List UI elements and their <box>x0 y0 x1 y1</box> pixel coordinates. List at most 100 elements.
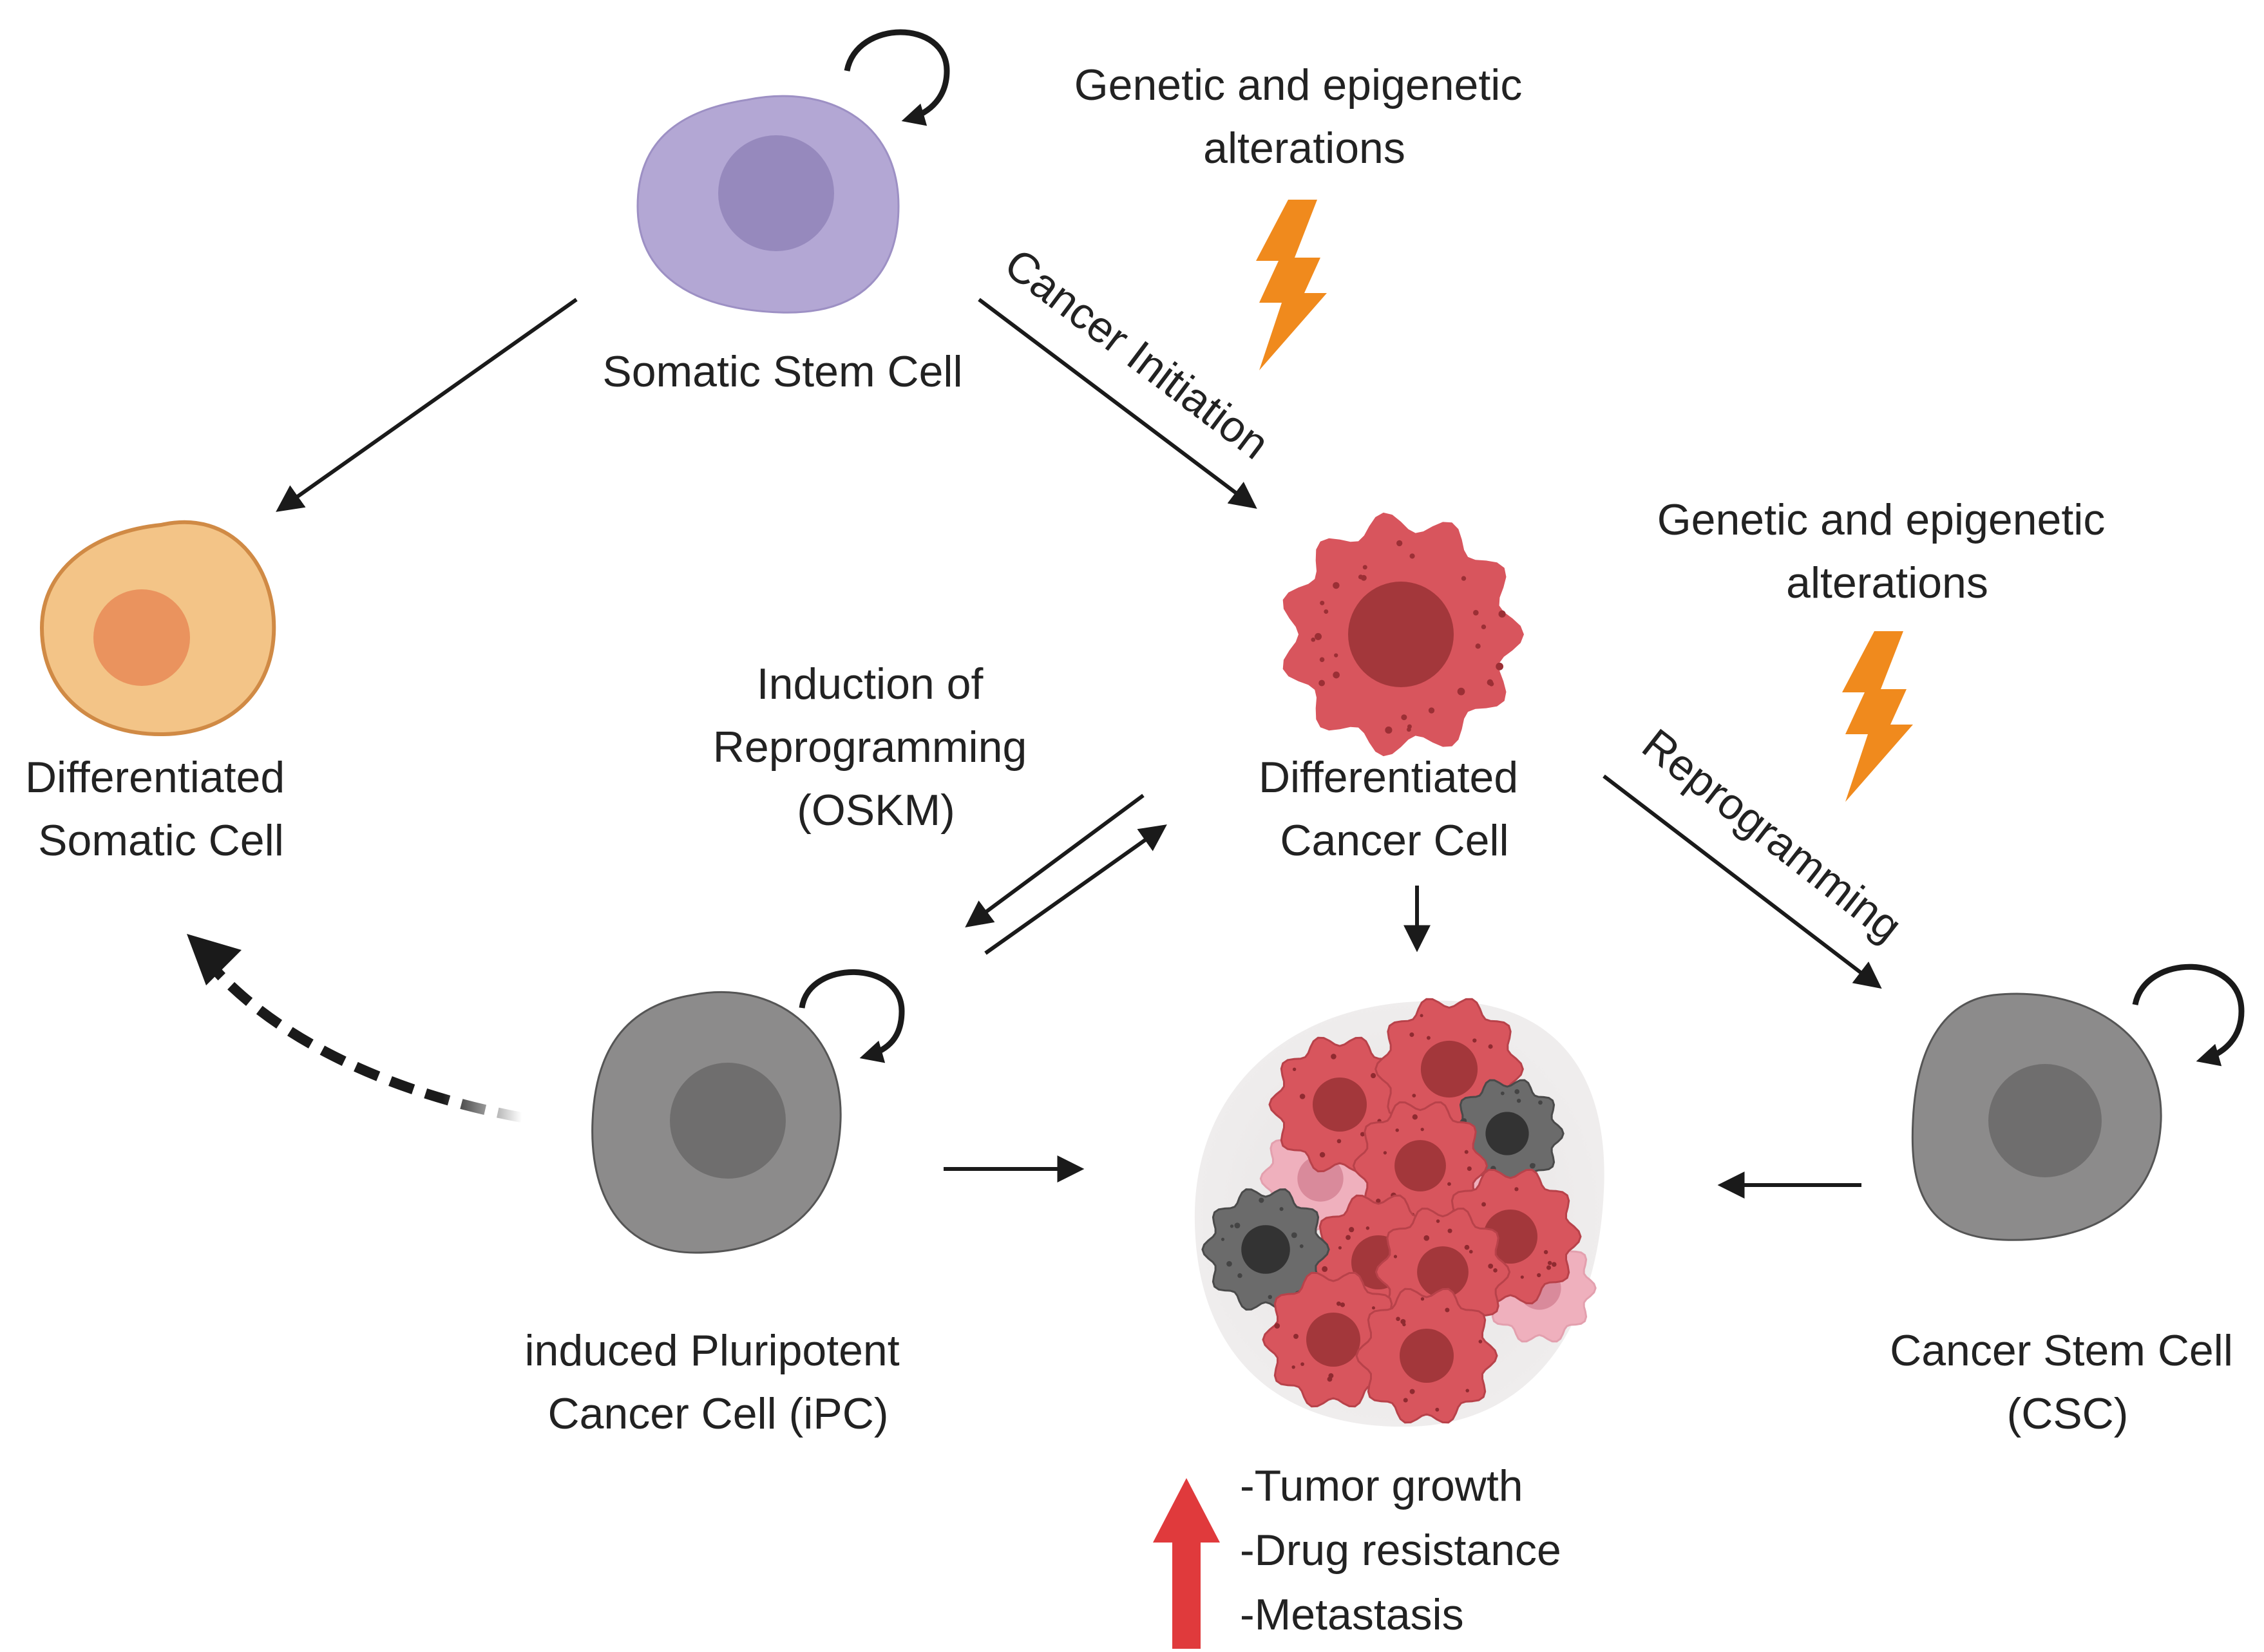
tumor-mass <box>1194 998 1604 1427</box>
tumor-cell <box>1262 1271 1405 1408</box>
granule <box>1447 1228 1452 1233</box>
tumor-cell-nucleus <box>1394 1140 1446 1192</box>
granule <box>1365 1226 1370 1230</box>
self-renewal-arrow-icon <box>799 969 905 1063</box>
granule <box>1327 1376 1333 1382</box>
granule <box>1538 1100 1543 1105</box>
tumor-cell <box>1355 1287 1498 1424</box>
label-line: induced Pluripotent <box>524 1326 899 1375</box>
granule <box>1412 1094 1416 1098</box>
tumor-cell-nucleus <box>1417 1246 1469 1298</box>
granule <box>1300 1362 1304 1366</box>
outcomes-list: -Tumor growth -Drug resistance -Metastas… <box>1240 1461 1574 1639</box>
granule <box>1488 1263 1494 1269</box>
outcome-item: -Tumor growth <box>1240 1461 1523 1510</box>
differentiated-cancer-cell-label: Differentiated Cancer Cell <box>1259 753 1530 865</box>
granule <box>1464 1150 1469 1154</box>
granule <box>1445 1307 1450 1313</box>
granule <box>1514 1187 1519 1192</box>
granule <box>1500 1091 1505 1096</box>
granule <box>1472 1038 1477 1043</box>
granule <box>1324 609 1329 614</box>
granule <box>1393 1255 1398 1258</box>
granule <box>1488 1044 1493 1049</box>
differentiated-somatic-cell-label: Differentiated Somatic Cell <box>25 753 297 865</box>
granule <box>1385 726 1393 734</box>
tumor-cells <box>1201 998 1597 1424</box>
granule <box>1358 574 1364 580</box>
granule <box>1293 1333 1299 1339</box>
somatic-cell-nucleus <box>93 589 190 686</box>
granule <box>1489 681 1494 687</box>
granule <box>1423 1235 1430 1241</box>
granule <box>1221 1237 1225 1241</box>
granule <box>1465 1389 1469 1392</box>
granule <box>1237 1273 1242 1278</box>
label-line: (OSKM) <box>797 786 955 835</box>
granule <box>1234 1222 1241 1229</box>
granule <box>1478 1340 1483 1343</box>
outcome-item: -Metastasis <box>1240 1590 1464 1639</box>
granule <box>1406 727 1411 732</box>
granule <box>1403 1398 1408 1403</box>
tumor-cell-nucleus <box>1400 1329 1454 1383</box>
label-line: Cancer Cell (iPC) <box>548 1389 889 1438</box>
genetic-alterations-right-label: Genetic and epigenetic alterations <box>1657 495 2118 607</box>
granule <box>1292 1067 1297 1071</box>
granule <box>1395 1128 1399 1132</box>
cancer-cell-nucleus <box>1348 582 1454 687</box>
granule <box>1543 1249 1548 1255</box>
granule <box>1467 1166 1472 1172</box>
arrow-cancer-initiation <box>978 298 1257 509</box>
granule <box>1396 1316 1400 1322</box>
granule <box>1481 624 1487 630</box>
granule <box>1400 1319 1406 1325</box>
granule <box>1337 1139 1342 1144</box>
granule <box>1493 1268 1498 1273</box>
granule <box>1279 1207 1284 1211</box>
csc-cell-nucleus <box>1988 1064 2102 1177</box>
granule <box>1333 671 1340 679</box>
granule <box>1268 1295 1273 1300</box>
self-renewal-arrow-icon <box>2132 964 2245 1067</box>
granule <box>1291 1365 1295 1369</box>
granule <box>1532 1163 1536 1167</box>
granule <box>1426 1036 1431 1040</box>
granule <box>1520 1275 1524 1279</box>
stem-cell-nucleus <box>718 135 834 251</box>
somatic-stem-cell-label: Somatic Stem Cell <box>602 347 962 396</box>
differentiated-cancer-cell <box>1282 512 1524 757</box>
tumor-cell-nucleus <box>1306 1313 1360 1367</box>
granule <box>1420 1014 1423 1018</box>
granule <box>1333 582 1340 589</box>
granule <box>1514 1089 1520 1094</box>
granule <box>1319 657 1325 662</box>
granule <box>1401 714 1407 721</box>
arrow-reprogramming <box>1603 774 1882 989</box>
granule <box>1299 1094 1306 1099</box>
csc-cell <box>1911 964 2245 1241</box>
self-renewal-arrow-icon <box>844 29 950 126</box>
granule <box>1299 1244 1304 1248</box>
granule <box>1409 1032 1414 1038</box>
granule <box>1376 1199 1381 1204</box>
ipc-label: induced Pluripotent Cancer Cell (iPC) <box>524 1326 911 1438</box>
arrow-stem-to-somatic <box>276 298 578 512</box>
granule <box>1334 653 1338 658</box>
granule <box>1322 1266 1328 1272</box>
label-line: Somatic Cell <box>38 816 284 865</box>
granule <box>1475 643 1481 649</box>
granule <box>1420 1127 1424 1132</box>
granule <box>1274 1323 1280 1329</box>
granule <box>1315 632 1322 640</box>
granule <box>1371 1306 1375 1310</box>
granule <box>1349 1227 1355 1233</box>
arrow-cancer-to-ipc <box>965 793 1145 927</box>
granule <box>1383 1151 1387 1155</box>
granule <box>1496 662 1504 670</box>
granule <box>1318 679 1326 687</box>
granule <box>1360 1132 1365 1137</box>
label-line: alterations <box>1786 558 1988 607</box>
granule <box>1396 540 1403 547</box>
